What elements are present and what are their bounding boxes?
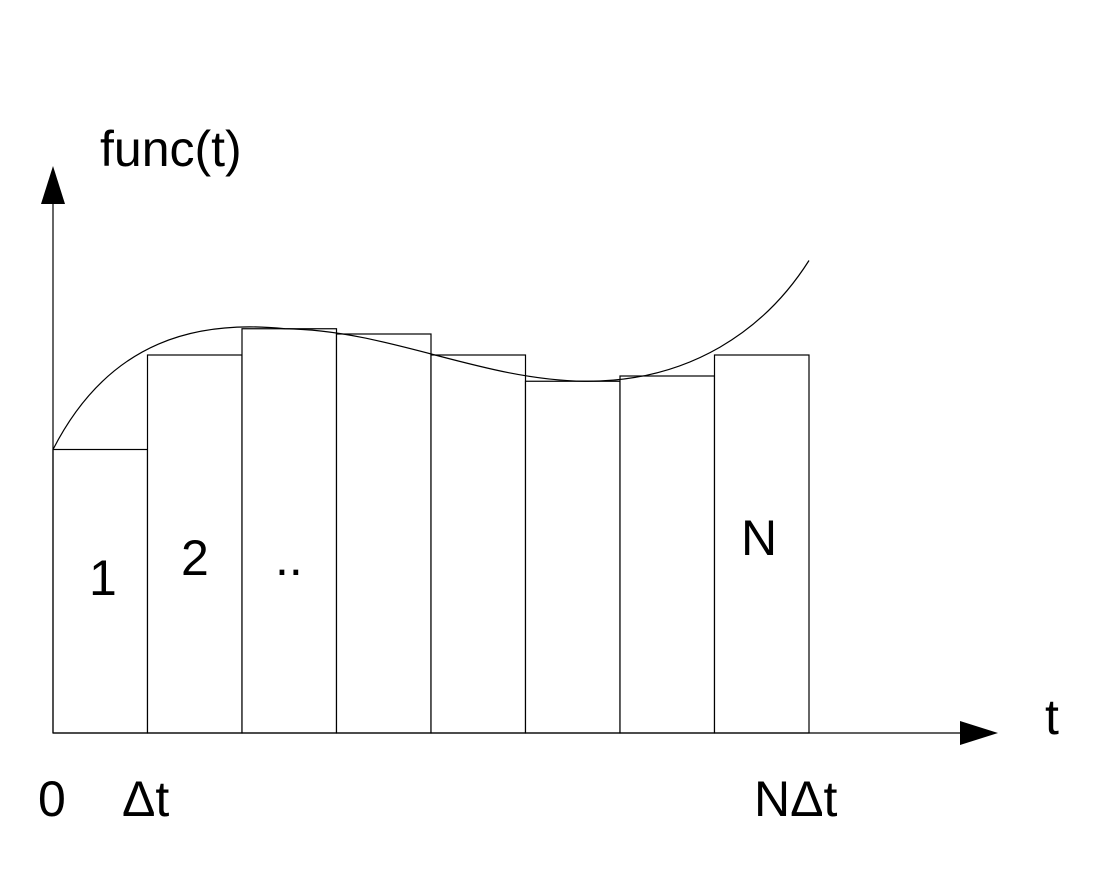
strip-2 <box>146 354 243 734</box>
strip-5 <box>430 354 527 734</box>
strip-8 <box>713 354 810 734</box>
delta-t-label: Δt <box>122 771 169 827</box>
strip-1 <box>52 448 149 734</box>
origin-label: 0 <box>38 771 66 827</box>
y-axis-label: func(t) <box>100 121 242 177</box>
strip-label-2: 2 <box>181 530 209 586</box>
strip-label-n: N <box>741 510 777 566</box>
n-delta-t-label: NΔt <box>754 771 838 827</box>
strip-7 <box>619 375 716 734</box>
x-axis-arrowhead <box>960 721 998 745</box>
strip-4 <box>335 333 432 734</box>
y-axis-arrowhead <box>41 166 65 204</box>
x-axis-label: t <box>1045 689 1059 745</box>
strip-6 <box>524 380 621 734</box>
strips <box>52 328 810 734</box>
strip-label-1: 1 <box>89 550 117 606</box>
function-curve <box>52 260 810 450</box>
strip-label-ellipsis: .. <box>275 530 303 586</box>
